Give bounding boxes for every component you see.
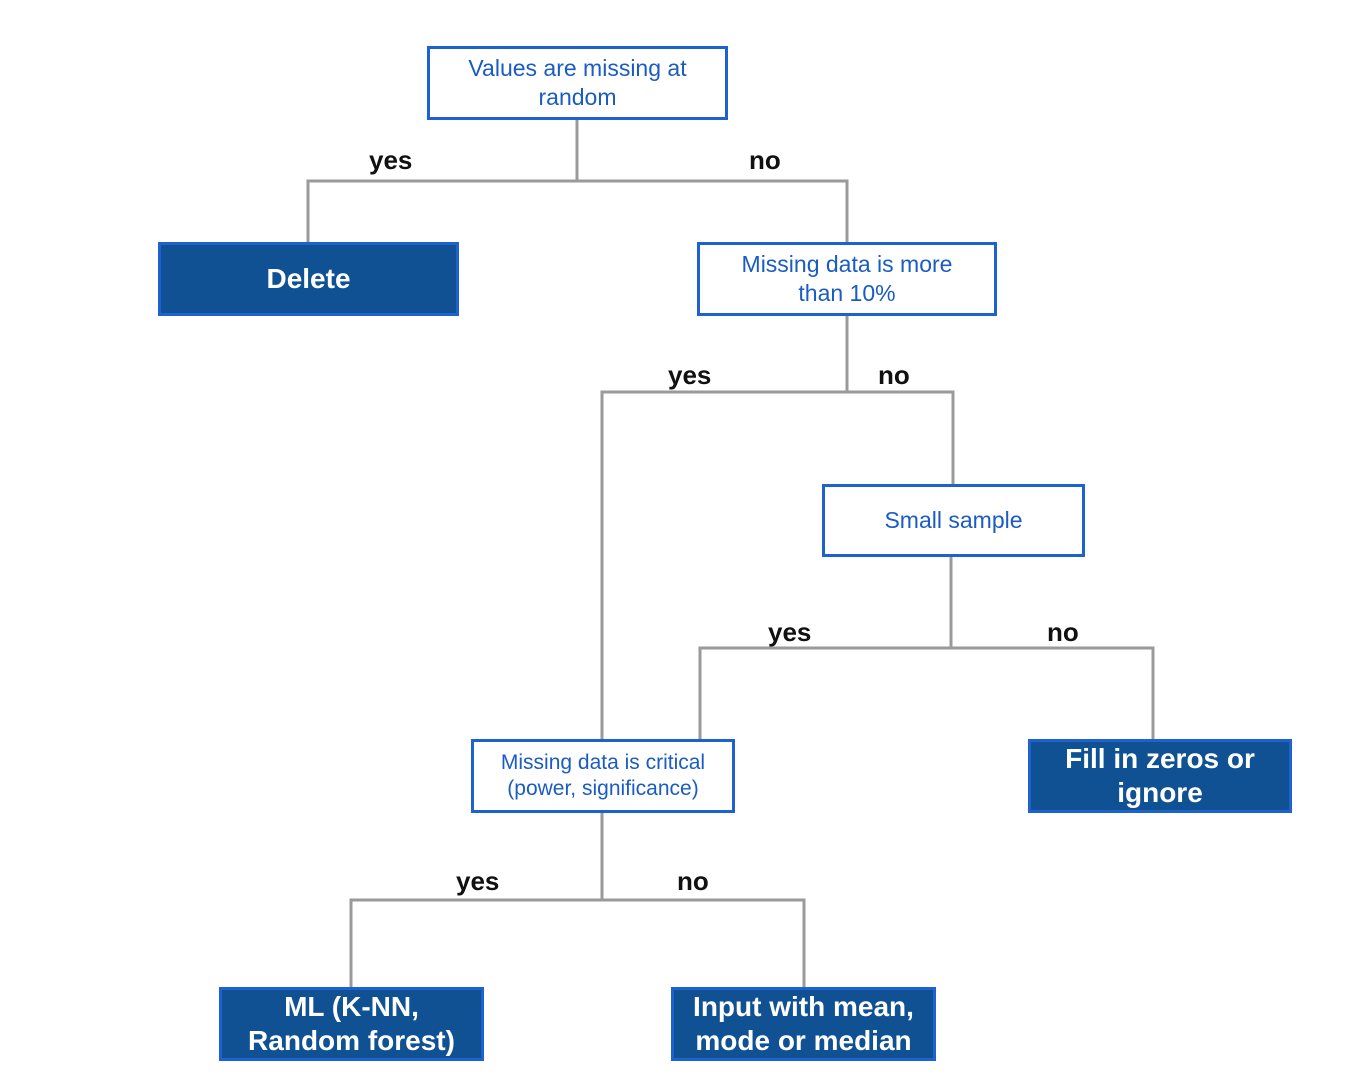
node-label: Values are missing at random [468,55,687,110]
node-label: Delete [266,262,351,294]
node-label: Missing data is more than 10% [741,251,953,306]
node-label: Fill in zeros or ignore [1065,742,1255,808]
node-input-mean-mode-median: Input with mean, mode or median [671,987,936,1061]
node-label: Small sample [884,507,1023,534]
node-label: ML (K-NN, Random forest) [248,990,455,1056]
edge-label-yes: yes [369,145,413,175]
node-values-missing-at-random: Values are missing at random [427,46,728,120]
edge-label-no: no [1047,617,1079,647]
node-missing-data-critical: Missing data is critical (power, signifi… [471,739,735,813]
node-label: Input with mean, mode or median [693,990,914,1056]
edge-label-yes: yes [668,360,712,390]
node-missing-more-than-10: Missing data is more than 10% [697,242,997,316]
edge-label-no: no [677,866,709,896]
node-delete: Delete [158,242,459,316]
node-fill-in-zeros: Fill in zeros or ignore [1028,739,1292,813]
edge-label-no: no [749,145,781,175]
edge-label-yes: yes [456,866,500,896]
edge-label-no: no [878,360,910,390]
node-label: Missing data is critical (power, signifi… [500,750,706,800]
node-ml-knn-random-forest: ML (K-NN, Random forest) [219,987,484,1061]
edge-label-yes: yes [768,617,812,647]
node-small-sample: Small sample [822,484,1085,557]
